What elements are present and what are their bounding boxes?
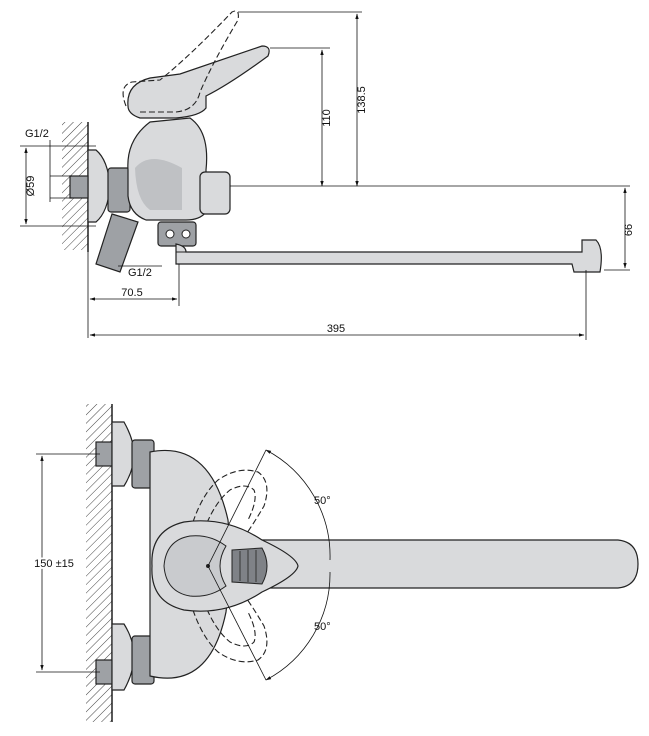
outlet-cap-side (199, 171, 231, 215)
escutcheon-side (87, 149, 111, 223)
lever-dashed-upper (185, 469, 268, 549)
body-highlight (135, 159, 182, 210)
dim-angle-lower: 50° (314, 621, 331, 633)
dim-height-110: 110 (321, 109, 333, 127)
dim-height-66: 66 (623, 224, 635, 236)
eccentric-pipe (95, 213, 139, 273)
lever-handle-dashed (122, 10, 239, 113)
side-view: 110 138.5 66 Ø59 G1/2 G1/2 70.5 395 (20, 10, 635, 340)
dim-diameter-59: Ø59 (25, 176, 37, 197)
dim-angle-upper: 50° (314, 495, 331, 507)
dim-thread-top: G1/2 (25, 128, 49, 140)
hex-nut-side (107, 167, 131, 213)
angle-arc-upper (265, 449, 331, 561)
lever-dashed-upper-inner (197, 485, 256, 549)
top-view: 50° 50° 150 ±15 (32, 404, 639, 722)
dim-thread-bottom: G1/2 (128, 267, 152, 279)
dim-spout-395: 395 (327, 323, 345, 335)
dim-spacing-150: 150 ±15 (34, 558, 74, 570)
lever-handle-side (127, 45, 270, 119)
angle-arc-lower (265, 571, 331, 681)
spout-side (175, 239, 602, 273)
spout-top (223, 539, 639, 589)
lever-dashed-lower-inner (197, 583, 256, 647)
dim-depth-70-5: 70.5 (121, 287, 142, 299)
lever-dashed-lower (185, 583, 268, 663)
dim-height-138-5: 138.5 (356, 86, 368, 114)
escutcheon-upper (111, 421, 135, 487)
lever-grip (231, 547, 268, 585)
escutcheon-lower (111, 623, 135, 691)
inlet-stub (69, 175, 89, 199)
